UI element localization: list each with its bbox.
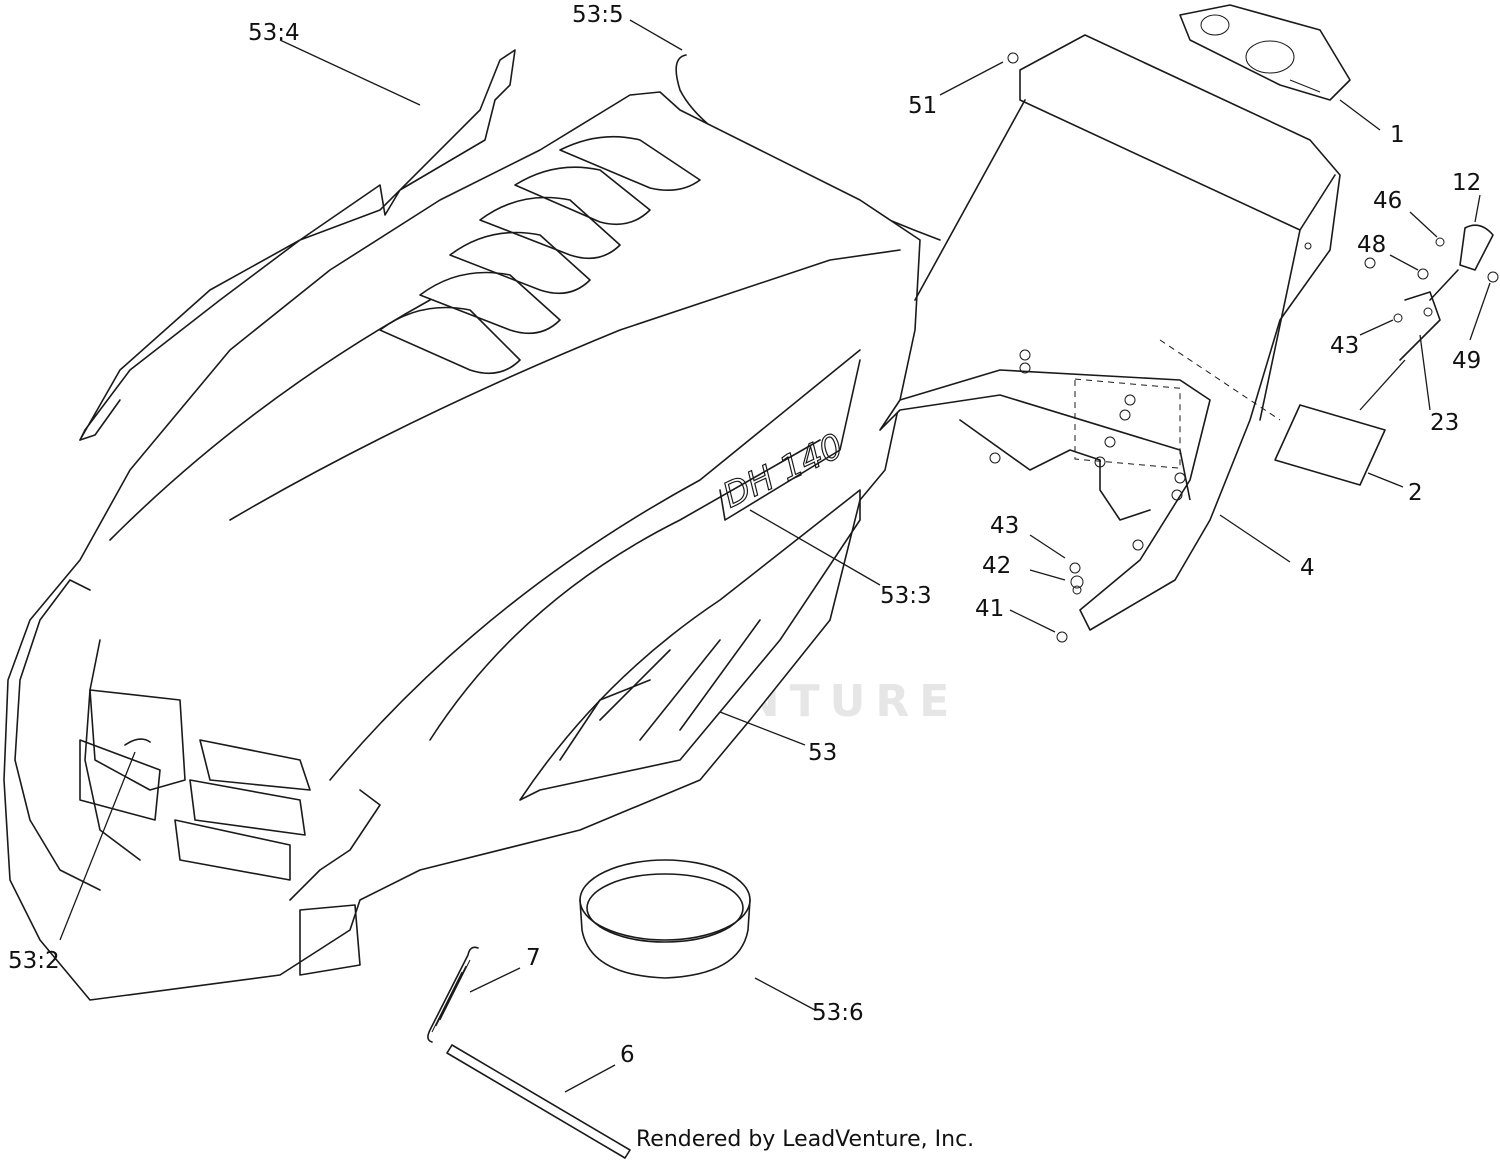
callout-51: 51 — [908, 93, 937, 119]
label-2 — [1274, 404, 1386, 486]
callout-2: 2 — [1408, 480, 1423, 506]
decal-53-4 — [79, 49, 516, 441]
callout-53-5: 53:5 — [572, 2, 624, 28]
callout-4: 4 — [1300, 555, 1315, 581]
callout-53-6: 53:6 — [812, 1000, 864, 1026]
callout-1: 1 — [1390, 122, 1405, 148]
console-4 — [879, 34, 1341, 631]
callout-43-lower: 43 — [990, 513, 1019, 539]
callout-43-upper: 43 — [1330, 333, 1359, 359]
callout-46: 46 — [1373, 188, 1402, 214]
callout-49: 49 — [1452, 348, 1481, 374]
hood-53: DH 140 — [3, 91, 921, 1001]
hardware — [1007, 52, 1499, 643]
spring-7 — [427, 946, 479, 1043]
callout-48: 48 — [1357, 232, 1386, 258]
callout-12: 12 — [1452, 170, 1481, 196]
callout-53: 53 — [808, 740, 837, 766]
leader-lines — [59, 19, 1491, 1093]
ring-53-6 — [579, 859, 751, 979]
callout-23: 23 — [1430, 410, 1459, 436]
callout-labels: 53:4 53:5 51 1 12 46 48 43 49 23 2 4 53:… — [8, 2, 1481, 1068]
callout-7: 7 — [526, 945, 541, 971]
render-credit: Rendered by LeadVenture, Inc. — [636, 1127, 974, 1152]
callout-53-3: 53:3 — [880, 583, 932, 609]
callout-53-2: 53:2 — [8, 948, 60, 974]
rod-6 — [446, 1044, 631, 1159]
callout-53-4: 53:4 — [248, 20, 300, 46]
callout-42: 42 — [982, 553, 1011, 579]
callout-41: 41 — [975, 596, 1004, 622]
callout-6: 6 — [620, 1042, 635, 1068]
decal-1 — [1179, 4, 1351, 101]
